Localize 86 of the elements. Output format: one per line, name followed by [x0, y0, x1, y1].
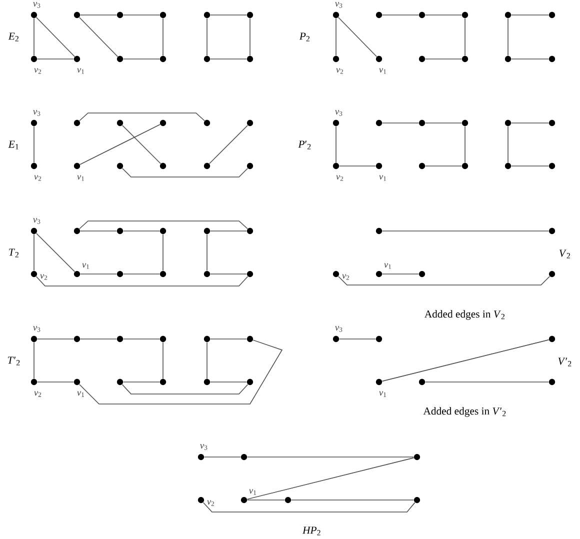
graph-edge — [510, 122, 550, 124]
graph-edge — [80, 230, 118, 232]
graph-label: Added edges in V′$_{2}$ — [423, 407, 506, 417]
vertex-label: v$_{3}$ — [33, 218, 40, 224]
vertex-label: v$_{2}$ — [34, 391, 42, 397]
graph-edge — [36, 16, 76, 58]
vertex-label: v$_{1}$ — [77, 68, 84, 74]
caption: HP$_{2}$ — [302, 526, 320, 536]
graph-edge — [79, 112, 205, 122]
graph-label: V$_{2}$ — [559, 250, 570, 258]
graph-label: T′$_{2}$ — [8, 356, 20, 366]
graph-edge — [246, 457, 414, 500]
vertex-label: v$_{1}$ — [82, 263, 89, 269]
graph-edge — [382, 14, 420, 16]
graph-label: E$_{2}$ — [8, 32, 18, 42]
graph-edge — [210, 230, 248, 232]
graph-edge — [162, 342, 164, 380]
graph-edge — [464, 18, 466, 56]
graph-edge — [78, 16, 118, 58]
graph-edge — [162, 18, 164, 56]
vertex-label: v$_{3}$ — [33, 110, 40, 116]
graph-edge — [510, 14, 550, 16]
graph-edge — [122, 168, 248, 178]
vertex-label: v$_{1}$ — [249, 489, 256, 495]
graph-edge — [78, 340, 283, 404]
vertex-label: v$_{2}$ — [34, 68, 42, 74]
graph-edge — [338, 16, 378, 58]
graph-edge — [36, 232, 76, 272]
graph-edge — [382, 230, 550, 232]
graph-label: V′$_{2}$ — [558, 358, 572, 366]
graph-edge — [464, 126, 466, 164]
vertex-label: v$_{2}$ — [336, 68, 344, 74]
vertex-label: v$_{2}$ — [34, 175, 42, 181]
graph-edge — [80, 14, 118, 16]
graph-edge — [382, 122, 420, 124]
graph-edge — [424, 58, 462, 60]
graph-edge — [122, 230, 160, 232]
graph-edge — [204, 456, 242, 458]
caption: Added edges in V$_{2}$ — [424, 310, 504, 320]
graph-edge — [424, 122, 462, 124]
graph-edge — [36, 338, 74, 340]
graph-label: P′$_{2}$ — [298, 140, 311, 150]
graph-edge — [122, 14, 160, 16]
graph-edge — [122, 338, 160, 340]
graph-edge — [510, 58, 550, 60]
graph-edge — [246, 456, 414, 458]
graph-edge — [162, 234, 164, 272]
graph-edge — [206, 342, 208, 380]
graph-edge — [208, 124, 248, 164]
graph-edge — [206, 234, 208, 272]
vertex-label: v$_{1}$ — [384, 263, 391, 269]
vertex-label: v$_{2}$ — [207, 500, 214, 506]
vertex-label: v$_{1}$ — [379, 391, 386, 397]
vertex-label: v$_{3}$ — [335, 110, 342, 116]
graph-edge — [338, 276, 550, 286]
graph-edge — [122, 124, 162, 164]
graph-label: P$_{2}$ — [299, 32, 310, 42]
vertex-label: v$_{2}$ — [40, 274, 48, 280]
vertex-label: v$_{1}$ — [379, 68, 386, 74]
vertex-label: v$_{3}$ — [33, 326, 40, 332]
vertex-label: v$_{3}$ — [335, 2, 342, 8]
graph-edge — [80, 338, 118, 340]
graph-edge — [382, 339, 550, 382]
graph-edge — [122, 384, 248, 394]
graph-edge — [206, 18, 208, 56]
graph-edge — [80, 124, 160, 165]
graph-edge — [338, 338, 376, 340]
graph-label: T$_{2}$ — [9, 248, 18, 258]
graph-edge — [210, 14, 248, 16]
vertex-label: v$_{3}$ — [33, 2, 40, 8]
graph-edge — [202, 502, 416, 512]
graph-edge — [36, 276, 248, 286]
vertex-label: v$_{1}$ — [379, 175, 386, 181]
vertex-label: v$_{2}$ — [342, 274, 350, 280]
graph-edge — [210, 338, 248, 340]
graph-edge — [36, 58, 74, 60]
vertex-label: v$_{3}$ — [200, 444, 208, 450]
vertex-label: v$_{1}$ — [77, 175, 84, 181]
graph-edge — [424, 14, 462, 16]
graph-edge — [122, 58, 160, 60]
vertex-label: v$_{3}$ — [335, 326, 342, 332]
vertex-label: v$_{2}$ — [336, 175, 344, 181]
vertex-label: v$_{1}$ — [77, 391, 84, 397]
graph-edge — [79, 220, 248, 230]
graph-label: E$_{1}$ — [8, 140, 18, 150]
graph-edge — [210, 58, 248, 60]
